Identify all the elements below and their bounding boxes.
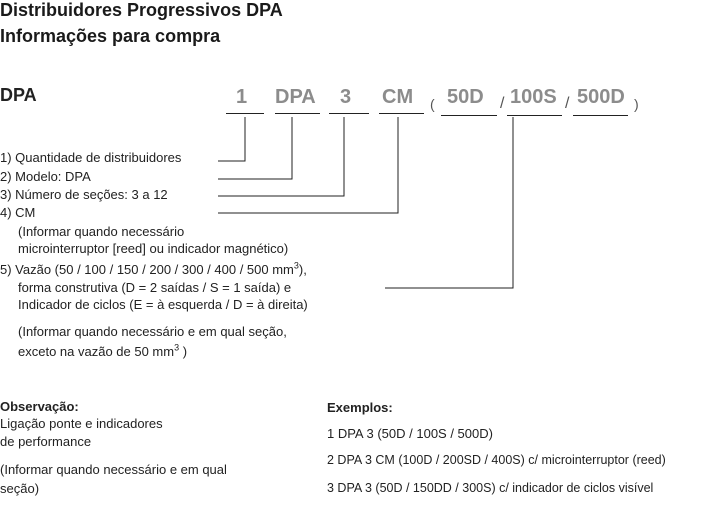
observation-heading: Observação: xyxy=(0,399,79,414)
underline-flow-2 xyxy=(507,115,562,116)
item-cm-note-2: microinterruptor [reed] ou indicador mag… xyxy=(18,241,289,256)
item-flow-line-1-main: 5) Vazão (50 / 100 / 150 / 200 / 300 / 4… xyxy=(0,262,294,277)
item-flow-line-2: forma construtiva (D = 2 saídas / S = 1 … xyxy=(18,280,292,295)
item-flow-line-1: 5) Vazão (50 / 100 / 150 / 200 / 300 / 4… xyxy=(0,260,307,277)
item-model: 2) Modelo: DPA xyxy=(0,169,91,184)
page-subtitle: Informações para compra xyxy=(0,26,221,46)
underline-cm xyxy=(379,113,424,114)
code-label: DPA xyxy=(0,85,37,105)
underline-flow-3 xyxy=(573,115,628,116)
code-slash-1: / xyxy=(500,95,505,112)
code-cm: CM xyxy=(382,86,414,108)
connector-flow xyxy=(385,117,514,289)
item-cm: 4) CM xyxy=(0,205,36,220)
connector-cm xyxy=(218,117,399,214)
underline-model xyxy=(275,113,320,114)
item-flow-line-1-sup: 3 xyxy=(293,260,299,271)
code-open-paren: ( xyxy=(430,96,435,112)
connector-quantity xyxy=(218,117,246,162)
code-quantity: 1 xyxy=(236,86,248,108)
underline-quantity xyxy=(226,113,264,114)
observation-line-2: de performance xyxy=(0,434,92,449)
connector-sections xyxy=(218,117,345,197)
code-flow-3: 500D xyxy=(577,86,625,108)
code-model: DPA xyxy=(275,86,316,108)
connector-model xyxy=(218,117,293,180)
example-2: 2 DPA 3 CM (100D / 200SD / 400S) c/ micr… xyxy=(327,453,666,467)
item-flow-note-2-main: exceto na vazão de 50 mm xyxy=(18,344,175,359)
item-sections: 3) Número de seções: 3 a 12 xyxy=(0,187,168,202)
underline-sections xyxy=(329,113,369,114)
example-1: 1 DPA 3 (50D / 100S / 500D) xyxy=(327,426,493,441)
item-flow-note-2: exceto na vazão de 50 mm3 ) xyxy=(18,342,188,359)
item-flow-line-1-end: ), xyxy=(298,262,307,277)
item-quantity: 1) Quantidade de distribuidores xyxy=(0,150,182,165)
code-flow-2: 100S xyxy=(510,86,557,108)
code-flow-1: 50D xyxy=(447,86,484,108)
example-3: 3 DPA 3 (50D / 150DD / 300S) c/ indicado… xyxy=(327,481,654,495)
observation-note-2: seção) xyxy=(0,481,40,496)
item-flow-note-1: (Informar quando necessário e em qual se… xyxy=(18,324,287,339)
observation-line-1: Ligação ponte e indicadores xyxy=(0,416,163,431)
observation-note-1: (Informar quando necessário e em qual xyxy=(0,462,227,477)
item-flow-line-3: Indicador de ciclos (E = à esquerda / D … xyxy=(18,297,308,312)
examples-heading: Exemplos: xyxy=(327,400,393,415)
item-flow-note-2-sup: 3 xyxy=(174,342,180,353)
page-title: Distribuidores Progressivos DPA xyxy=(0,0,283,20)
item-cm-note-1: (Informar quando necessário xyxy=(18,224,185,239)
code-sections: 3 xyxy=(340,86,352,108)
code-close-paren: ) xyxy=(634,96,639,112)
underline-flow-1 xyxy=(441,115,497,116)
item-flow-note-2-end: ) xyxy=(179,344,188,359)
code-slash-2: / xyxy=(565,95,570,112)
